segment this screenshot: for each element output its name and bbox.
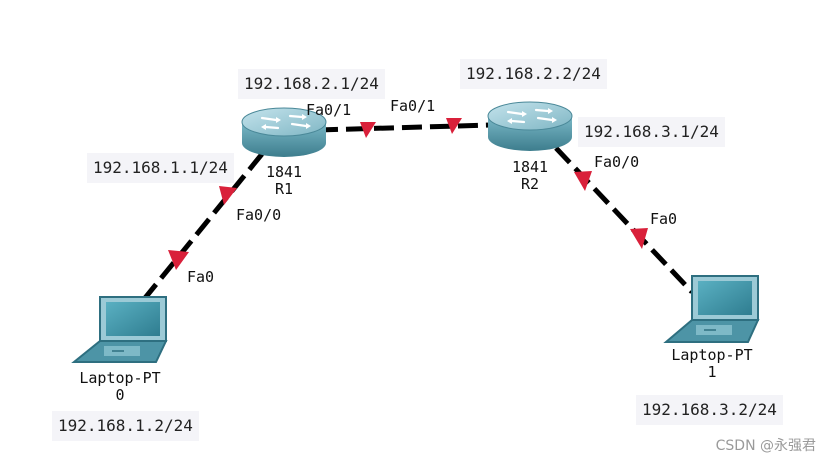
- router-r2-icon[interactable]: [487, 101, 573, 151]
- link-indicator-laptop0-fa0: [168, 250, 189, 270]
- laptop-1-label: Laptop-PT 1: [660, 347, 764, 381]
- router-r2-label: 1841 R2: [508, 159, 552, 193]
- laptop-0-icon[interactable]: [71, 296, 168, 363]
- ip-label-r1-fa00: 192.168.1.1/24: [87, 153, 234, 183]
- ip-label-r2-fa01: 192.168.2.2/24: [460, 59, 607, 89]
- laptop-1-number: 1: [707, 363, 717, 381]
- port-label-r1-fa00: Fa0/0: [236, 206, 282, 224]
- port-label-r2-fa01: Fa0/1: [390, 97, 436, 115]
- link-r1-laptop0: [143, 152, 264, 300]
- router-r1-name: R1: [274, 180, 294, 198]
- router-r2-model: 1841: [511, 158, 549, 176]
- link-indicator-r1-fa00: [219, 186, 237, 205]
- port-label-r2-fa00: Fa0/0: [594, 153, 640, 171]
- laptop-0-number: 0: [115, 386, 125, 404]
- link-indicator-r2-fa00: [574, 171, 592, 191]
- router-r1-label: 1841 R1: [262, 164, 306, 198]
- router-r1-icon[interactable]: [241, 107, 327, 157]
- port-label-laptop1-fa0: Fa0: [650, 210, 678, 228]
- link-indicator-laptop1-fa0: [630, 228, 648, 249]
- laptop-1-type: Laptop-PT: [671, 346, 753, 364]
- ip-label-r2-fa00: 192.168.3.1/24: [578, 117, 725, 147]
- link-r1-r2: [317, 122, 493, 133]
- port-label-r1-fa01: Fa0/1: [306, 101, 352, 119]
- link-indicator-r2-fa01: [446, 118, 462, 134]
- ip-label-laptop0: 192.168.1.2/24: [52, 411, 199, 441]
- laptop-1-icon[interactable]: [663, 275, 760, 343]
- router-r2-name: R2: [520, 175, 540, 193]
- ip-label-r1-fa01: 192.168.2.1/24: [238, 69, 385, 99]
- link-indicator-r1-fa01: [360, 122, 376, 138]
- ip-label-laptop1: 192.168.3.2/24: [636, 395, 783, 425]
- laptop-0-label: Laptop-PT 0: [68, 370, 172, 404]
- csdn-watermark: CSDN @永强君: [715, 438, 816, 454]
- port-label-laptop0-fa0: Fa0: [187, 268, 215, 286]
- router-r1-model: 1841: [265, 163, 303, 181]
- laptop-0-type: Laptop-PT: [79, 369, 161, 387]
